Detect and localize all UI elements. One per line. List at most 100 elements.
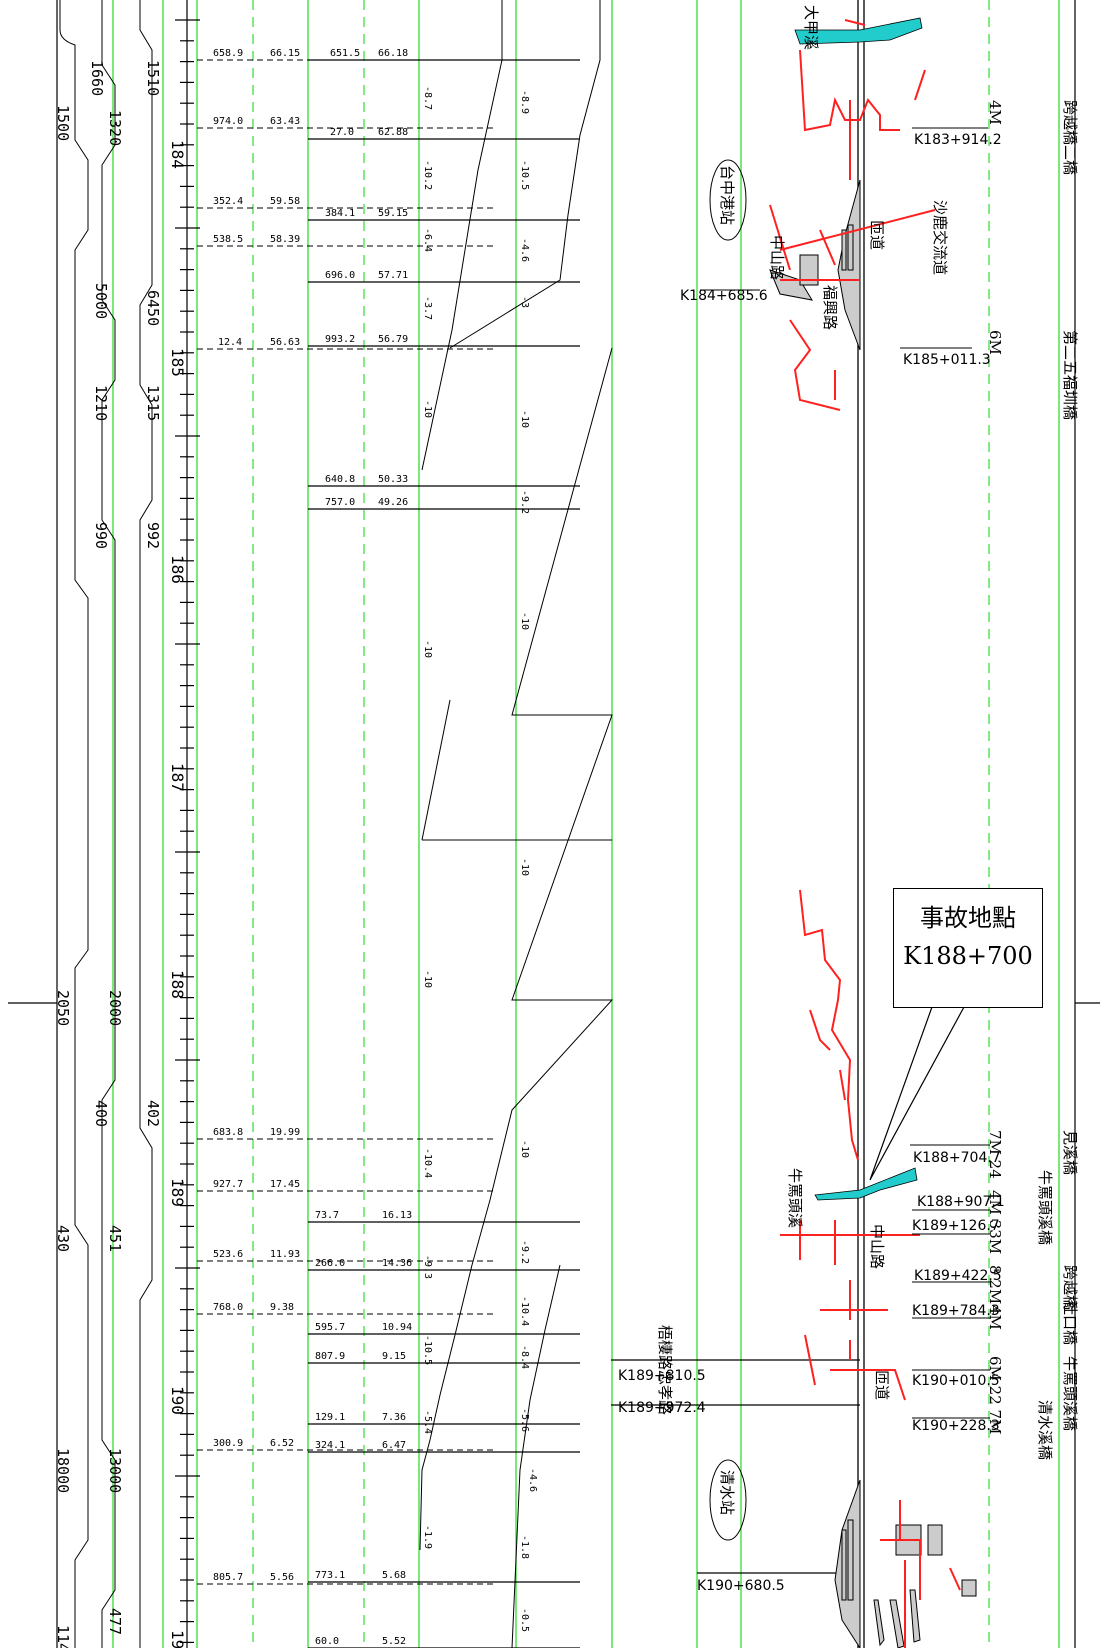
station-value: 773.1 [315,1570,345,1581]
grade-value: -5.6 [519,1408,530,1432]
roads [769,19,961,1648]
elevation-value: 5.68 [382,1570,406,1581]
km-label: 185 [168,348,187,377]
station-value: 352.4 [213,196,243,207]
grade-value: -8.4 [519,1345,530,1369]
milepost: K189+784.3 [912,1303,1000,1319]
station-value: 658.9 [213,48,243,59]
grade-value: -10 [519,858,530,876]
station-value: 640.8 [325,474,355,485]
km-label: 19 [168,1630,187,1648]
radius-label: 1660 [88,60,106,96]
elevation-value: 62.88 [378,127,408,138]
place-label: 7M 24 [986,1130,1004,1179]
place-label: 見溪橋 [1061,1130,1079,1175]
radius-label: 992 [144,522,162,549]
grade-value: -10 [422,970,433,988]
elevation-value: 66.18 [378,48,408,59]
grade-value: -8.7 [422,86,433,110]
place-label: 第二五福圳橋 [1061,330,1079,420]
grade-value: -6.4 [422,228,433,252]
elevation-value: 58.39 [270,234,300,245]
grade-value: -9.3 [422,1255,433,1279]
elevation-value: 63.43 [270,116,300,127]
chainage-scale [175,0,200,1648]
radius-label: 1500 [54,105,72,141]
grade-value: -4.6 [527,1468,538,1492]
radius-label: 1210 [92,385,110,421]
radius-label: 451 [106,1225,124,1252]
radius-label: 2000 [106,990,124,1026]
elevation-value: 5.52 [382,1636,406,1647]
elevation-text-right: 651.5 66.18 27.0 62.88 384.1 59.15 696.0… [315,48,412,1647]
place-label: 跨越橋 [1061,1265,1079,1310]
radius-label: 1320 [106,110,124,146]
elevation-value: 9.38 [270,1302,294,1313]
grade-value: -10.5 [519,160,530,190]
place-label: 清水溪橋 [1036,1400,1054,1460]
station-value: 807.9 [315,1351,345,1362]
radius-label: 1315 [144,385,162,421]
place-label: 匝道 [873,1370,891,1400]
place-label: 牛罵頭溪橋 [1036,1170,1054,1245]
km-label: 190 [168,1386,187,1415]
grade-values-col1: -8.7 -10.2 -6.4 -3.7 -10 -10 -10 -10.4 -… [422,86,433,1549]
radius-label: 18000 [54,1448,72,1493]
station-value: 60.0 [315,1636,339,1647]
km-label: 184 [168,140,187,169]
grade-value: -1.9 [422,1525,433,1549]
place-label: 4M 33M [986,1190,1004,1254]
station-value: 324.1 [315,1440,345,1451]
grade-value: -10.2 [422,160,433,190]
km-label: 188 [168,970,187,999]
place-label: 4M [986,1305,1004,1330]
station-value: 974.0 [213,116,243,127]
elevation-value: 59.58 [270,196,300,207]
station-value: 595.7 [315,1322,345,1333]
river-shapes [794,17,923,1201]
place-label: 6M 22 7M [986,1356,1004,1434]
radius-label: 5000 [92,283,110,319]
radius-label: 400 [92,1100,110,1127]
place-label: 牛罵頭溪橋 [1061,1356,1079,1431]
grade-value: -10 [519,410,530,428]
milepost: K189+422.5 [914,1268,1002,1284]
grade-value: -10 [422,400,433,418]
elevation-value: 59.15 [378,208,408,219]
elevation-value: 50.33 [378,474,408,485]
milepost-lines [612,127,990,1419]
station-value: 27.0 [330,127,354,138]
place-label: 牛罵頭溪 [786,1168,804,1228]
station-value: 757.0 [325,497,355,508]
elevation-value: 49.26 [378,497,408,508]
grade-value: -10 [519,1140,530,1158]
station-value: 73.7 [315,1210,339,1221]
elevation-value: 11.93 [270,1249,300,1260]
elevation-value: 10.94 [382,1322,412,1333]
elevation-value: 5.56 [270,1572,294,1583]
elevation-value: 16.13 [382,1210,412,1221]
station-value: 384.1 [325,208,355,219]
place-label: 匝道 [868,220,886,250]
elevation-value: 17.45 [270,1179,300,1190]
place-label: 跨越橋二橋 [1061,100,1079,175]
station-value: 768.0 [213,1302,243,1313]
elevation-value: 6.52 [270,1438,294,1449]
elevation-value: 57.71 [378,270,408,281]
place-label: 忠孝路 [656,1370,674,1415]
callout-milepost: K188+700 [903,942,1033,970]
milepost: K185+011.3 [903,352,991,368]
grade-value: -5.4 [422,1410,433,1434]
grade-values-col2: -8.9 -10.5 -4.6 -3 -10 -9.2 -10 -10 -10 … [519,90,538,1632]
km-label: 187 [168,763,187,792]
station-value: 651.5 [330,48,360,59]
elevation-value: 66.15 [270,48,300,59]
station-value: 129.1 [315,1412,345,1423]
place-label: 沙鹿交流道 [931,200,949,275]
elevation-value: 6.47 [382,1440,406,1451]
radius-label: 13000 [106,1448,124,1493]
grade-value: -4.6 [519,238,530,262]
grade-value: -10.4 [519,1296,530,1326]
radius-labels: 1510 1320 1660 1500 6450 5000 1315 1210 … [54,60,162,1648]
